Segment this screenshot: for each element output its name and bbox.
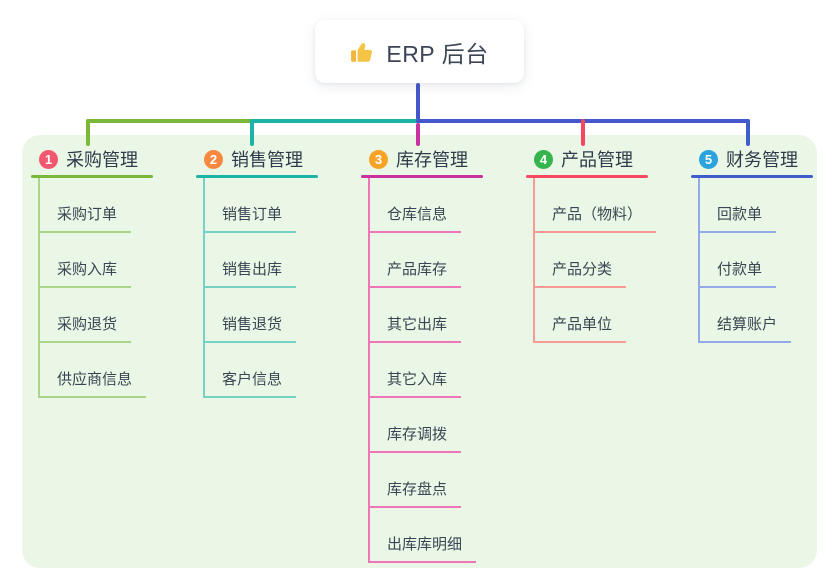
- branch-sales-management: 2 销售管理 销售订单 销售出库 销售退货 客户信息: [196, 145, 318, 398]
- branch-underline: [361, 175, 483, 178]
- child-node: 仓库信息: [368, 178, 462, 233]
- branch-header: 2 销售管理: [196, 145, 318, 173]
- branch-children: 回款单 付款单 结算账户: [698, 178, 792, 343]
- child-node: 库存调拨: [368, 398, 462, 453]
- branch-children: 产品（物料） 产品分类 产品单位: [533, 178, 657, 343]
- child-node-label: 结算账户: [717, 316, 778, 333]
- child-node-label: 仓库信息: [387, 206, 448, 223]
- child-node: 产品库存: [368, 233, 462, 288]
- connector-root-vertical: [416, 83, 420, 122]
- root-node: ERP 后台: [315, 20, 524, 83]
- branch-title: 财务管理: [726, 150, 798, 170]
- branch-number-badge: 1: [39, 149, 58, 169]
- child-node: 销售退货: [203, 288, 297, 343]
- branch-header: 3 库存管理: [361, 145, 483, 173]
- branch-children: 采购订单 采购入库 采购退货 供应商信息: [38, 178, 147, 398]
- child-node-label: 销售出库: [222, 261, 283, 278]
- child-node-label: 销售退货: [222, 316, 283, 333]
- branch-number-badge: 5: [699, 149, 718, 169]
- branch-number-badge: 3: [369, 149, 388, 169]
- branch-header: 5 财务管理: [691, 145, 813, 173]
- branch-title: 采购管理: [66, 150, 138, 170]
- child-node: 付款单: [698, 233, 777, 288]
- child-node-label: 库存盘点: [387, 481, 448, 498]
- child-node-label: 回款单: [717, 206, 763, 223]
- branch-underline: [526, 175, 648, 178]
- branch-title: 销售管理: [231, 150, 303, 170]
- child-node: 回款单: [698, 178, 777, 233]
- child-node-label: 出库库明细: [387, 536, 463, 553]
- branch-product-management: 4 产品管理 产品（物料） 产品分类 产品单位: [526, 145, 657, 343]
- child-node-label: 库存调拨: [387, 426, 448, 443]
- branch-title: 库存管理: [396, 150, 468, 170]
- connector-drop-branch4: [581, 119, 585, 146]
- branch-underline: [31, 175, 153, 178]
- branch-finance-management: 5 财务管理 回款单 付款单 结算账户: [691, 145, 813, 343]
- child-node-label: 产品库存: [387, 261, 448, 278]
- connector-drop-branch2: [250, 119, 254, 146]
- connector-horizontal-branch2: [250, 119, 420, 123]
- branch-number-badge: 2: [204, 149, 223, 169]
- branch-header: 1 采购管理: [31, 145, 153, 173]
- child-node-label: 付款单: [717, 261, 763, 278]
- root-node-label: ERP 后台: [386, 40, 489, 67]
- child-node: 其它入库: [368, 343, 462, 398]
- child-node-label: 其它出库: [387, 316, 448, 333]
- child-node: 结算账户: [698, 288, 792, 343]
- connector-drop-branch1: [86, 119, 90, 146]
- thumbs-up-icon: [351, 42, 373, 62]
- child-node: 销售出库: [203, 233, 297, 288]
- child-node: 库存盘点: [368, 453, 462, 508]
- child-node-label: 采购入库: [57, 261, 118, 278]
- child-node: 产品（物料）: [533, 178, 657, 233]
- branch-underline: [691, 175, 813, 178]
- branch-inventory-management: 3 库存管理 仓库信息 产品库存 其它出库 其它入库 库存调拨 库存盘点 出库库…: [361, 145, 483, 563]
- child-node-label: 产品（物料）: [552, 206, 643, 223]
- child-node-label: 产品分类: [552, 261, 613, 278]
- child-node: 产品分类: [533, 233, 627, 288]
- child-node: 产品单位: [533, 288, 627, 343]
- child-node-label: 产品单位: [552, 316, 613, 333]
- child-node: 采购退货: [38, 288, 132, 343]
- child-node: 采购订单: [38, 178, 132, 233]
- branch-title: 产品管理: [561, 150, 633, 170]
- connector-horizontal-branch1: [86, 119, 254, 123]
- branch-number-badge: 4: [534, 149, 553, 169]
- branch-underline: [196, 175, 318, 178]
- child-node: 采购入库: [38, 233, 132, 288]
- child-node-label: 采购退货: [57, 316, 118, 333]
- connector-drop-branch3: [416, 123, 420, 146]
- child-node: 销售订单: [203, 178, 297, 233]
- child-node: 出库库明细: [368, 508, 477, 563]
- mindmap-panel: [22, 135, 817, 568]
- child-node: 客户信息: [203, 343, 297, 398]
- branch-header: 4 产品管理: [526, 145, 656, 173]
- child-node: 其它出库: [368, 288, 462, 343]
- branch-children: 销售订单 销售出库 销售退货 客户信息: [203, 178, 297, 398]
- branch-purchase-management: 1 采购管理 采购订单 采购入库 采购退货 供应商信息: [31, 145, 153, 398]
- child-node: 供应商信息: [38, 343, 147, 398]
- child-node-label: 供应商信息: [57, 371, 133, 388]
- child-node-label: 采购订单: [57, 206, 118, 223]
- branch-children: 仓库信息 产品库存 其它出库 其它入库 库存调拨 库存盘点 出库库明细: [368, 178, 477, 563]
- connector-drop-branch5: [746, 119, 750, 146]
- child-node-label: 客户信息: [222, 371, 283, 388]
- child-node-label: 销售订单: [222, 206, 283, 223]
- child-node-label: 其它入库: [387, 371, 448, 388]
